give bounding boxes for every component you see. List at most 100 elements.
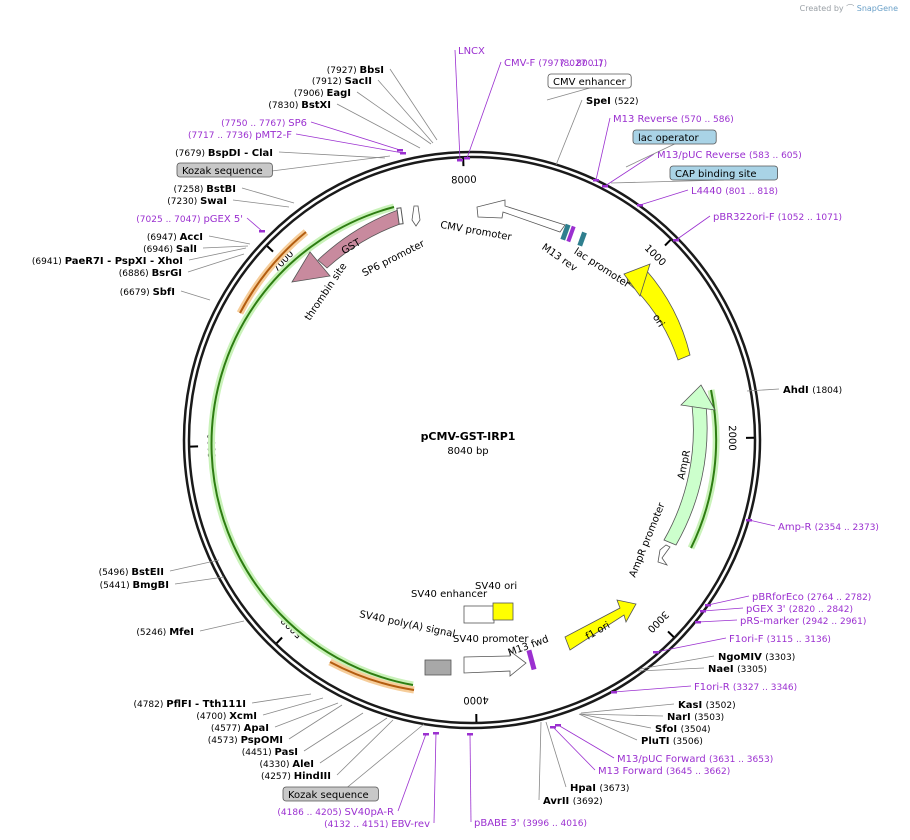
enzyme-label: (4257) HindIII — [261, 771, 331, 782]
enzyme-label: (7230) SwaI — [167, 196, 227, 207]
boxed-leader-line — [625, 143, 675, 168]
lac-operator-box — [632, 129, 717, 145]
primer-site-mark — [653, 651, 659, 654]
primer-leader-line — [469, 733, 472, 823]
primer-label: pBR322ori-F (1052 .. 1071) — [713, 212, 842, 223]
enzyme-leader-line — [538, 721, 542, 801]
enzyme-leader-line — [336, 103, 421, 149]
primer-label: (4186 .. 4205) SV40pA-R — [277, 807, 394, 818]
sv40-enhancer-label: SV40 enhancer — [411, 589, 488, 600]
enzyme-leader-line — [180, 290, 211, 301]
primer-leader-line — [675, 215, 711, 241]
enzyme-label: NaeI (3305) — [708, 664, 767, 675]
enzyme-label: (4782) PflFI - Tth111I — [133, 699, 246, 710]
primer-site-mark — [555, 724, 561, 727]
cmv-promoter-arrow — [476, 199, 566, 233]
ampr-promoter-label: AmpR promoter — [628, 501, 668, 580]
primer-site-mark — [550, 726, 556, 729]
enzyme-leader-line — [389, 68, 438, 141]
enzyme-label: NarI (3503) — [667, 712, 724, 723]
lac-operator-box-label: lac operator — [638, 133, 699, 144]
primer-site-mark — [457, 159, 463, 162]
orange-arc-bottom-core — [329, 661, 415, 691]
enzyme-leader-line — [169, 559, 220, 572]
primer-leader-line — [310, 121, 401, 151]
enzyme-label: (7830) BstXI — [268, 100, 331, 111]
kozak-box-top — [176, 162, 273, 178]
enzyme-label: (7912) SacII — [312, 76, 372, 87]
enzyme-label: PluTI (3506) — [641, 736, 703, 747]
enzyme-label: (5441) BmgBI — [100, 580, 169, 591]
enzyme-leader-line — [188, 247, 247, 261]
ampr-arrowhead — [680, 384, 716, 411]
primer-label: F1ori-R (3327 .. 3346) — [694, 682, 797, 693]
enzyme-label: AvrII (3692) — [543, 796, 603, 807]
primer-site-mark — [593, 179, 599, 182]
primer-leader-line — [639, 189, 689, 206]
plasmid-name: pCMV-GST-IRP1 — [421, 430, 516, 443]
enzyme-label: SfoI (3504) — [655, 724, 711, 735]
primer-label: (7025 .. 7047) pGEX 5' — [136, 214, 243, 225]
cap-site-box-label: CAP binding site — [675, 169, 757, 180]
tick-mark — [266, 245, 274, 253]
enzyme-leader-line — [578, 713, 638, 741]
kozak-box-top-label: Kozak sequence — [182, 166, 263, 177]
primer-site-mark — [746, 519, 752, 522]
m13-rev-label: M13 rev — [539, 242, 579, 274]
lac-operator-marker — [560, 223, 571, 241]
f1-ori-arrow — [564, 599, 637, 651]
primer-leader-line — [397, 733, 427, 812]
primer-leader-line — [466, 61, 502, 159]
enzyme-label: (4577) ApaI — [211, 723, 269, 734]
tick-mark — [275, 636, 283, 644]
enzyme-label: (4573) PspOMI — [208, 735, 283, 746]
primer-label: LNCX — [458, 46, 485, 57]
enzyme-leader-line — [278, 151, 386, 159]
tick-label: 2000 — [726, 425, 737, 451]
primer-leader-line — [552, 726, 596, 771]
enzyme-leader-line — [336, 719, 394, 776]
primer-label: (4132 .. 4151) EBV-rev — [324, 819, 430, 830]
primer-label: M13 Reverse (570 .. 586) — [613, 114, 734, 125]
credit-brand: SnapGene — [856, 4, 898, 13]
primer-label: CMV-F (7977 .. 8001) — [504, 58, 603, 69]
primer-label: pRS-marker (2942 .. 2961) — [740, 616, 866, 627]
enzyme-label: (4700) XcmI — [196, 711, 257, 722]
primer-label: M13/pUC Forward (3631 .. 3653) — [617, 754, 773, 765]
enzyme-leader-line — [241, 187, 295, 204]
gst-arrowhead — [291, 251, 331, 283]
cap-site-box — [669, 165, 778, 181]
m13-rev-marker — [566, 225, 576, 243]
enzyme-leader-line — [202, 245, 249, 249]
primer-label: Amp-R (2354 .. 2373) — [778, 522, 879, 533]
primer-label: (7717 .. 7736) pMT2-F — [188, 130, 292, 141]
enzyme-leader-line — [187, 253, 245, 273]
tick-mark — [664, 239, 672, 247]
primer-label: F1ori-F (3115 .. 3136) — [729, 634, 831, 645]
primer-site-mark — [423, 733, 429, 736]
plasmid-size: 8040 bp — [447, 446, 488, 457]
primer-site-mark — [602, 185, 608, 188]
enzyme-label: (6679) SbfI — [120, 287, 175, 298]
enzyme-label: (6947) AccI — [147, 232, 203, 243]
primer-label: M13/pUC Reverse (583 .. 605) — [657, 150, 802, 161]
enzyme-leader-line — [232, 199, 290, 208]
enzyme-leader-line — [579, 713, 664, 717]
enzyme-leader-line — [377, 79, 434, 144]
primer-site-mark — [695, 621, 701, 624]
sp6-marker — [396, 207, 404, 225]
enzyme-label: (6946) SalI — [143, 244, 197, 255]
primer-label: M13 Forward (3645 .. 3662) — [598, 766, 730, 777]
primer-leader-line — [433, 732, 437, 824]
enzyme-label: (7679) BspDI - ClaI — [175, 148, 273, 159]
ampr-promoter-arrow — [657, 544, 671, 566]
enzyme-leader-line — [208, 235, 251, 245]
sv40-polya-label: SV40 poly(A) signal — [358, 609, 456, 640]
enzyme-leader-line — [262, 697, 324, 716]
enzyme-label: KasI (3502) — [678, 700, 736, 711]
primer-leader-line — [707, 595, 750, 606]
label-group: (7927) BbsI(7912) SacII(7906) EagI(7830)… — [32, 46, 879, 830]
enzyme-label: (6886) BsrGI — [119, 268, 182, 279]
enzyme-label: (7927) BbsI — [327, 65, 384, 76]
ampr-arrow — [663, 404, 708, 546]
